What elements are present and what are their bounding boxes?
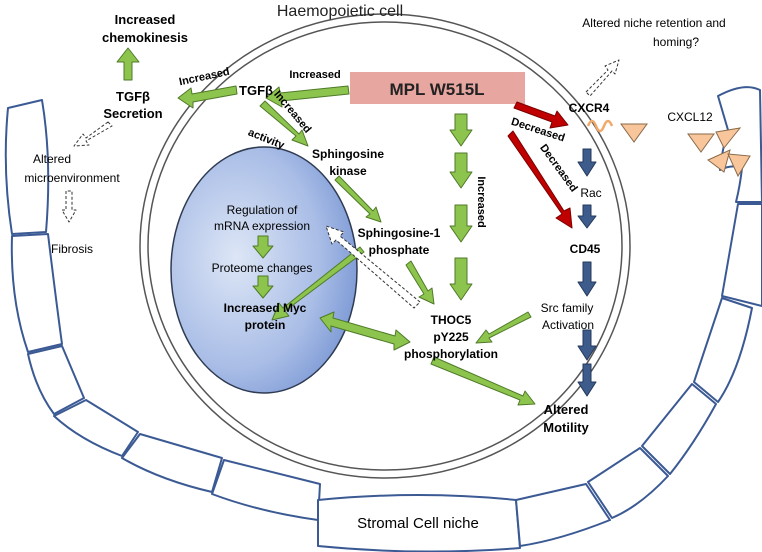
stromal-cell-left-top bbox=[4, 99, 50, 235]
stromal-cell-right-low bbox=[693, 297, 753, 403]
thoc5-line1: THOC5 bbox=[431, 313, 472, 327]
myc-line1: Increased Myc bbox=[224, 301, 307, 315]
arrow-mpl-to-cxcr4-decreased bbox=[513, 101, 569, 129]
myc-line2: protein bbox=[245, 318, 286, 332]
stromal-cell-br1 bbox=[587, 447, 669, 519]
altered-niche-line1: Altered niche retention and bbox=[582, 16, 725, 30]
cxcl12-triangle bbox=[707, 149, 731, 173]
mutation-box bbox=[350, 72, 525, 104]
s1p-line1: Sphingosine-1 bbox=[358, 226, 441, 240]
stromal-cell-bl2 bbox=[121, 433, 223, 493]
thoc5-line2: pY225 bbox=[433, 330, 469, 344]
cd45-label: CD45 bbox=[570, 242, 601, 256]
arrow-mpl-down-4 bbox=[449, 257, 473, 301]
arrow-sk-to-s1p bbox=[334, 175, 382, 223]
diagram-title: Haemopoietic cell bbox=[277, 3, 403, 20]
arrow-mpl-to-tgfb bbox=[265, 85, 350, 108]
stromal-cell-b1 bbox=[211, 459, 321, 521]
arrow-src-to-motility-2 bbox=[577, 363, 597, 397]
arrow-mpl-to-cd45-decreased bbox=[507, 130, 573, 229]
tgfb-secretion-line1: TGFβ bbox=[116, 89, 150, 104]
increased-chemokinesis-line1: Increased bbox=[115, 12, 176, 27]
tgfb-label: TGFβ bbox=[239, 83, 273, 98]
arrow-s1p-to-thoc5 bbox=[405, 260, 435, 305]
stromal-cell-right-mid bbox=[721, 203, 762, 307]
stromal-cell-br2 bbox=[641, 383, 717, 475]
stromal-niche-label: Stromal Cell niche bbox=[357, 515, 479, 532]
arrow-mpl-down-2 bbox=[449, 152, 473, 189]
altered-microenvironment-line2: microenvironment bbox=[24, 171, 120, 185]
cxcl12-ligands bbox=[620, 123, 751, 178]
arrow-proteome-to-myc bbox=[252, 275, 274, 299]
stromal-cell-b2 bbox=[317, 494, 521, 552]
sphingosine-kinase-line1: Sphingosine bbox=[312, 147, 384, 161]
altered-motility-line2: Motility bbox=[543, 420, 589, 435]
altered-niche-line2: homing? bbox=[653, 35, 699, 49]
dashed-arrow-microenv-to-fibrosis bbox=[61, 190, 77, 223]
src-family-line2: Activation bbox=[542, 318, 594, 332]
increased-tgfb-label: Increased bbox=[289, 69, 340, 81]
arrow-myc-thoc5-bidirectional bbox=[319, 311, 411, 351]
arrow-tgfb-to-secretion bbox=[177, 85, 238, 109]
cxcl12-triangle bbox=[687, 133, 715, 153]
cxcl12-label: CXCL12 bbox=[667, 110, 713, 124]
sphingosine-kinase-line2: kinase bbox=[329, 164, 367, 178]
arrow-src-to-motility-1 bbox=[577, 329, 597, 361]
stromal-cell-b3 bbox=[515, 483, 611, 547]
stromal-cell-left-low bbox=[27, 345, 85, 415]
altered-motility-line1: Altered bbox=[544, 402, 589, 417]
dashed-arrow-secretion-to-microenv bbox=[73, 121, 113, 147]
arrow-src-to-thoc5 bbox=[475, 311, 532, 344]
thoc5-line3: phosphorylation bbox=[404, 347, 498, 361]
fibrosis-label: Fibrosis bbox=[51, 242, 93, 256]
stromal-cell-bl1 bbox=[53, 399, 139, 457]
src-family-line1: Src family bbox=[541, 301, 594, 315]
altered-microenvironment-line1: Altered bbox=[33, 152, 71, 166]
stromal-cell-left-mid bbox=[10, 233, 63, 353]
mutation-label: MPL W515L bbox=[389, 80, 484, 99]
cxcr4-label: CXCR4 bbox=[569, 101, 610, 115]
arrow-cd45-to-src bbox=[577, 261, 597, 297]
cxcr4-receptor-coil bbox=[586, 119, 614, 133]
arrow-thoc5-to-motility bbox=[430, 356, 536, 406]
arrow-tgfb-to-sk bbox=[259, 100, 309, 147]
tgfb-secretion-line2: Secretion bbox=[103, 106, 162, 121]
cell-membrane-inner bbox=[147, 21, 623, 471]
cxcl12-triangle bbox=[620, 123, 648, 143]
arrow-mpl-down-3 bbox=[449, 204, 473, 243]
cxcl12-triangle bbox=[727, 153, 751, 178]
increased-chemokinesis-line2: chemokinesis bbox=[102, 30, 188, 45]
arrow-cxcr4-to-rac bbox=[577, 148, 597, 177]
stromal-cells bbox=[4, 86, 762, 552]
arrow-mpl-down-1 bbox=[449, 113, 473, 147]
proteome-label: Proteome changes bbox=[212, 261, 313, 275]
arrow-regulation-to-proteome bbox=[252, 235, 274, 259]
increased-vertical-label: Increased bbox=[475, 176, 487, 227]
rac-label: Rac bbox=[580, 186, 601, 200]
cxcl12-triangle bbox=[715, 127, 742, 149]
dashed-arrow-cxcr4-to-niche bbox=[585, 59, 620, 97]
arrow-secretion-to-chemokinesis bbox=[116, 47, 140, 81]
regulation-line1: Regulation of bbox=[227, 203, 298, 217]
arrow-s1p-to-myc bbox=[271, 246, 365, 321]
dashed-arrow-thoc5-to-regulation bbox=[325, 225, 421, 309]
nucleus bbox=[170, 146, 358, 394]
s1p-line2: phosphate bbox=[369, 243, 430, 257]
regulation-line2: mRNA expression bbox=[214, 219, 310, 233]
arrow-rac-to-cd45 bbox=[577, 204, 597, 229]
